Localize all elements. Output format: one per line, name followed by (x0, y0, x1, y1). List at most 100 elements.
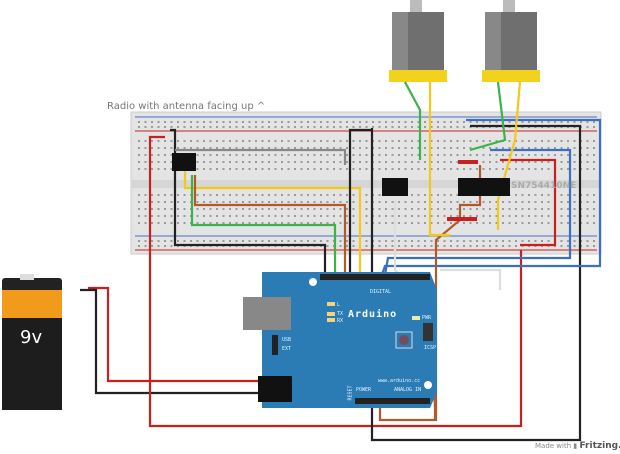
breadboard-hole (222, 208, 225, 210)
breadboard-hole (515, 208, 517, 210)
breadboard-hole (404, 140, 407, 142)
breadboard-hole (365, 140, 368, 142)
breadboard-hole (443, 222, 446, 224)
breadboard-hole (346, 208, 348, 210)
breadboard-hole (255, 222, 257, 224)
breadboard-hole (560, 222, 563, 224)
breadboard-hole (430, 147, 433, 149)
breadboard-hole (482, 222, 485, 224)
breadboard-hole (450, 121, 452, 123)
breadboard-hole (521, 121, 524, 123)
breadboard-hole (287, 121, 290, 123)
wire-red-chip (500, 158, 557, 247)
breadboard-hole (216, 161, 218, 163)
breadboard-hole (333, 201, 335, 203)
breadboard-hole (586, 208, 589, 210)
breadboard-hole (534, 215, 537, 217)
wire-black-radio (170, 128, 327, 280)
breadboard-hole (209, 240, 212, 242)
breadboard-hole (313, 222, 316, 224)
breadboard-hole (287, 147, 290, 149)
breadboard-hole (450, 147, 452, 149)
breadboard-hole (190, 147, 192, 149)
breadboard-hole (255, 154, 257, 156)
breadboard-hole (170, 147, 173, 149)
breadboard-hole (450, 245, 452, 247)
breadboard-hole (593, 208, 595, 210)
wire-red-battery (88, 286, 262, 383)
wire-red-rail (148, 135, 523, 428)
breadboard-hole (469, 140, 472, 142)
breadboard-hole (586, 126, 589, 128)
breadboard-hole (235, 161, 238, 163)
breadboard-hole (307, 161, 309, 163)
breadboard-hole (313, 154, 316, 156)
breadboard-hole (216, 222, 218, 224)
breadboard-hole (222, 222, 225, 224)
breadboard-hole (229, 194, 231, 196)
breadboard-hole (404, 161, 407, 163)
breadboard-hole (255, 147, 257, 149)
breadboard-hole (307, 240, 309, 242)
breadboard-hole (255, 140, 257, 142)
breadboard-hole (138, 245, 140, 247)
breadboard-hole (333, 147, 335, 149)
breadboard-hole (495, 161, 498, 163)
breadboard-hole (534, 147, 537, 149)
breadboard-hole (495, 201, 498, 203)
breadboard-hole (482, 154, 485, 156)
breadboard-hole (203, 215, 205, 217)
breadboard-hole (404, 126, 407, 128)
breadboard-hole (430, 222, 433, 224)
breadboard-hole (294, 121, 296, 123)
breadboard-hole (307, 147, 309, 149)
breadboard-hole (391, 208, 394, 210)
breadboard-hole (235, 140, 238, 142)
breadboard-hole (365, 215, 368, 217)
breadboard-hole (157, 161, 160, 163)
breadboard-hole (502, 154, 504, 156)
breadboard-hole (255, 240, 257, 242)
breadboard-hole (326, 201, 329, 203)
breadboard-hole (209, 161, 212, 163)
breadboard-hole (560, 147, 563, 149)
breadboard-hole (463, 215, 465, 217)
breadboard-hole (307, 154, 309, 156)
breadboard-hole (287, 222, 290, 224)
breadboard-hole (450, 126, 452, 128)
breadboard-hole (586, 168, 589, 170)
breadboard-hole (417, 201, 420, 203)
breadboard-hole (242, 168, 244, 170)
breadboard-hole (456, 208, 459, 210)
breadboard-hole (216, 208, 218, 210)
breadboard-hole (268, 240, 270, 242)
breadboard-hole (170, 215, 173, 217)
breadboard-hole (287, 140, 290, 142)
breadboard-hole (443, 208, 446, 210)
breadboard-hole (489, 147, 491, 149)
power-label: POWER (356, 387, 372, 393)
breadboard-hole (476, 208, 478, 210)
breadboard-hole (274, 147, 277, 149)
breadboard-hole (586, 201, 589, 203)
breadboard-hole (586, 194, 589, 196)
breadboard-hole (339, 161, 342, 163)
reset-label: RESET (347, 385, 354, 401)
breadboard-hole (261, 240, 264, 242)
breadboard-hole (398, 126, 400, 128)
breadboard-hole (320, 147, 322, 149)
breadboard-hole (456, 201, 459, 203)
breadboard-hole (450, 161, 452, 163)
breadboard-hole (229, 140, 231, 142)
breadboard-hole (255, 194, 257, 196)
breadboard-hole (463, 168, 465, 170)
breadboard-hole (593, 126, 595, 128)
rx-label: RX (337, 318, 344, 324)
breadboard-hole (541, 240, 543, 242)
breadboard-hole (404, 147, 407, 149)
breadboard-hole (521, 194, 524, 196)
breadboard-hole (404, 208, 407, 210)
breadboard-hole (567, 240, 569, 242)
breadboard-hole (476, 140, 478, 142)
breadboard-hole (567, 194, 569, 196)
